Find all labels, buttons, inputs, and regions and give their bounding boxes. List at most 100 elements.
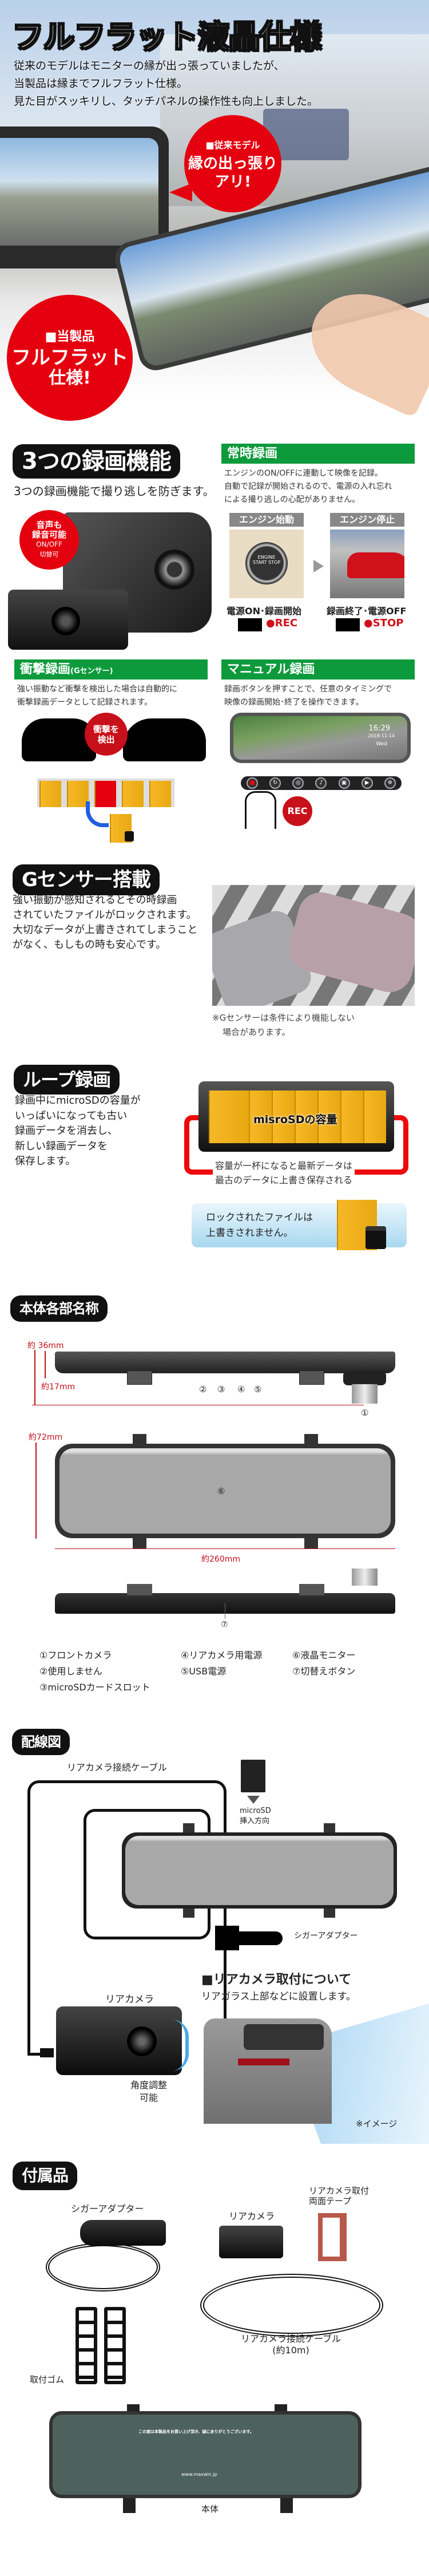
new-model-bubble: ■当製品 フルフラット 仕様!: [7, 295, 133, 421]
bubble-head: ■従来モデル: [205, 140, 260, 151]
pointing-hand-icon: [245, 791, 276, 829]
manual-recording-header: マニュアル録画: [221, 659, 415, 679]
mic-button[interactable]: ♪: [315, 777, 327, 789]
marker-5: ⑤: [254, 1384, 262, 1394]
folder-icon: [67, 781, 89, 807]
marker-4: ④: [237, 1384, 245, 1394]
badge-line: 録音可能: [31, 530, 66, 540]
mounting-rubber-band: [104, 2307, 126, 2384]
dim-line: [35, 1443, 37, 1539]
folder-icon: [39, 781, 61, 807]
record-button[interactable]: ■: [247, 777, 259, 789]
three-modes-subtitle: 3つの録画機能で撮り逃しを防ぎます。: [14, 484, 214, 498]
bubble-head: ■当製品: [45, 330, 95, 344]
dim-depth-body: 約17mm: [41, 1382, 76, 1392]
part-item: ②使用しません: [39, 1666, 102, 1677]
text-line: がなく、もしもの時も安心です。: [13, 939, 166, 951]
settings-button[interactable]: ✲: [384, 777, 396, 789]
mount-tab: [324, 1906, 335, 1918]
hero-title: フルフラット液晶仕様: [12, 18, 322, 56]
text-line: 強い振動が感知されるとその時録画: [13, 894, 177, 906]
playback-button[interactable]: ▶: [361, 777, 373, 789]
car-accident-photo: [212, 885, 415, 1006]
dim-depth: 約 36mm: [27, 1341, 64, 1350]
text-line: 録画ボタンを押すことで、任意のタイミングで: [224, 685, 392, 694]
mount-tab: [280, 2497, 293, 2513]
mount-tab: [183, 1823, 194, 1835]
parts-list-col3: ⑥液晶モニター ⑦切替えボタン: [292, 1647, 355, 1680]
three-modes-title: 3つの録画機能: [15, 447, 178, 476]
marker-3: ③: [217, 1384, 225, 1394]
video-camera-icon: [238, 618, 262, 631]
engine-stop-label: エンジン停止: [330, 513, 404, 527]
impact-title: 衝撃録画: [20, 662, 71, 677]
wiring-mirror-screen: [125, 1836, 394, 1905]
folder-icon: [295, 1091, 317, 1143]
mount-tab: [304, 1434, 318, 1447]
rotate-arrow-icon: [172, 2020, 189, 2071]
mount-tab: [324, 1823, 335, 1835]
tape-label: リアカメラ取付 両面テープ: [309, 2186, 369, 2206]
parts-list-col1: ①フロントカメラ ②使用しません ③microSDカードスロット: [39, 1647, 150, 1696]
rear-camera-acc-image: [219, 2226, 283, 2258]
mountain-road-screen: 16:29 2018-11-14 Wed: [233, 716, 407, 760]
note-line: 上書きされません。: [206, 1227, 293, 1239]
stop-caption: 録画終了･電源OFF: [327, 606, 407, 617]
dim-width: 約260mm: [201, 1555, 240, 1564]
parts-title: 本体各部名称: [13, 1298, 105, 1319]
car-rear-photo: [204, 2018, 332, 2124]
engine-button: ENGINE START STOP: [245, 542, 288, 584]
note-line: 場合があります。: [223, 1027, 291, 1037]
folder-icon: [272, 1091, 295, 1143]
marker-6: ⑥: [217, 1486, 225, 1496]
rear-camera-label: リアカメラ: [105, 1994, 154, 2005]
engine-button-photo: ENGINE START STOP: [229, 530, 304, 598]
dim-line: [34, 1350, 35, 1405]
loop-title: ループ録画: [16, 1067, 118, 1092]
audio-recording-badge: 音声も 録音可能 ON/OFF 切替可: [19, 510, 79, 570]
body-label: 本体: [201, 2504, 219, 2514]
part-item: ⑦切替えボタン: [292, 1666, 356, 1677]
rubber-label: 取付ゴム: [30, 2374, 65, 2385]
switch-button[interactable]: ↻: [269, 777, 281, 789]
image-note: ※イメージ: [356, 2119, 398, 2129]
loop-caption: 容量が一杯になると最新データは 最古のデータに上書き保存される: [213, 1159, 355, 1187]
dim-line: [45, 1351, 46, 1378]
marker-2: ②: [199, 1384, 207, 1394]
text-line: 録画データを消去し、: [15, 1125, 118, 1137]
double-sided-tape-image: [318, 2213, 347, 2261]
camera-button[interactable]: ◎: [292, 777, 304, 789]
body-mirror-image: この度は本製品をお買い上げ頂き、誠にありがとうございます。 www.maxwin…: [49, 2411, 362, 2498]
hero-line: 当製品は縁までフルフラット仕様。: [14, 77, 188, 90]
part-item: ④リアカメラ用電源: [181, 1650, 263, 1661]
loop-text: 録画中にmicroSDの容量が いっぱいになっても古い 録画データを消去し、 新…: [15, 1093, 141, 1170]
rear-camera-image: [56, 2006, 182, 2075]
impact-detected-badge: 衝撃を 検出: [85, 713, 128, 756]
manual-recording-text: 録画ボタンを押すことで、任意のタイミングで 映像の録画開始･終了を操作できます。: [224, 683, 392, 709]
manual-mirror-image: 16:29 2018-11-14 Wed: [230, 713, 411, 763]
rec-label: ●REC: [266, 617, 298, 629]
label-line: リアカメラ取付: [309, 2186, 370, 2196]
cable-acc-label: リアカメラ接続ケーブル (約10m): [241, 2333, 341, 2356]
front-camera-lens: [352, 1568, 378, 1586]
badge-line: 衝撃を: [93, 724, 119, 734]
label-line: 角度調整: [130, 2080, 168, 2091]
label-line: 可能: [140, 2092, 158, 2103]
text-line: 映像の録画開始･終了を操作できます。: [224, 698, 364, 707]
bubble-line: 仕様!: [49, 368, 91, 388]
cigar-adapter-icon: [215, 1926, 239, 1950]
screen-sticker-text: この度は本製品をお買い上げ頂き、誠にありがとうございます。: [138, 2429, 254, 2434]
capacity-label: misroSDの容量: [253, 1113, 337, 1126]
body-mirror-screen: この度は本製品をお買い上げ頂き、誠にありがとうございます。 www.maxwin…: [53, 2415, 358, 2495]
mount-tab: [183, 1906, 194, 1918]
curved-arrow-icon: [86, 801, 109, 827]
caption-line: 容量が一杯になると最新データは: [215, 1160, 353, 1171]
text-line: されていたファイルがロックされます。: [13, 909, 197, 921]
text-line: いっぱいになっても古い: [15, 1109, 128, 1122]
red-car: [347, 552, 404, 578]
impact-title-sub: (Gセンサー): [70, 667, 113, 675]
lock-button[interactable]: ▣: [338, 777, 350, 789]
microsd-card-icon: [241, 1760, 265, 1792]
rear-cable-coil: [200, 2274, 383, 2337]
